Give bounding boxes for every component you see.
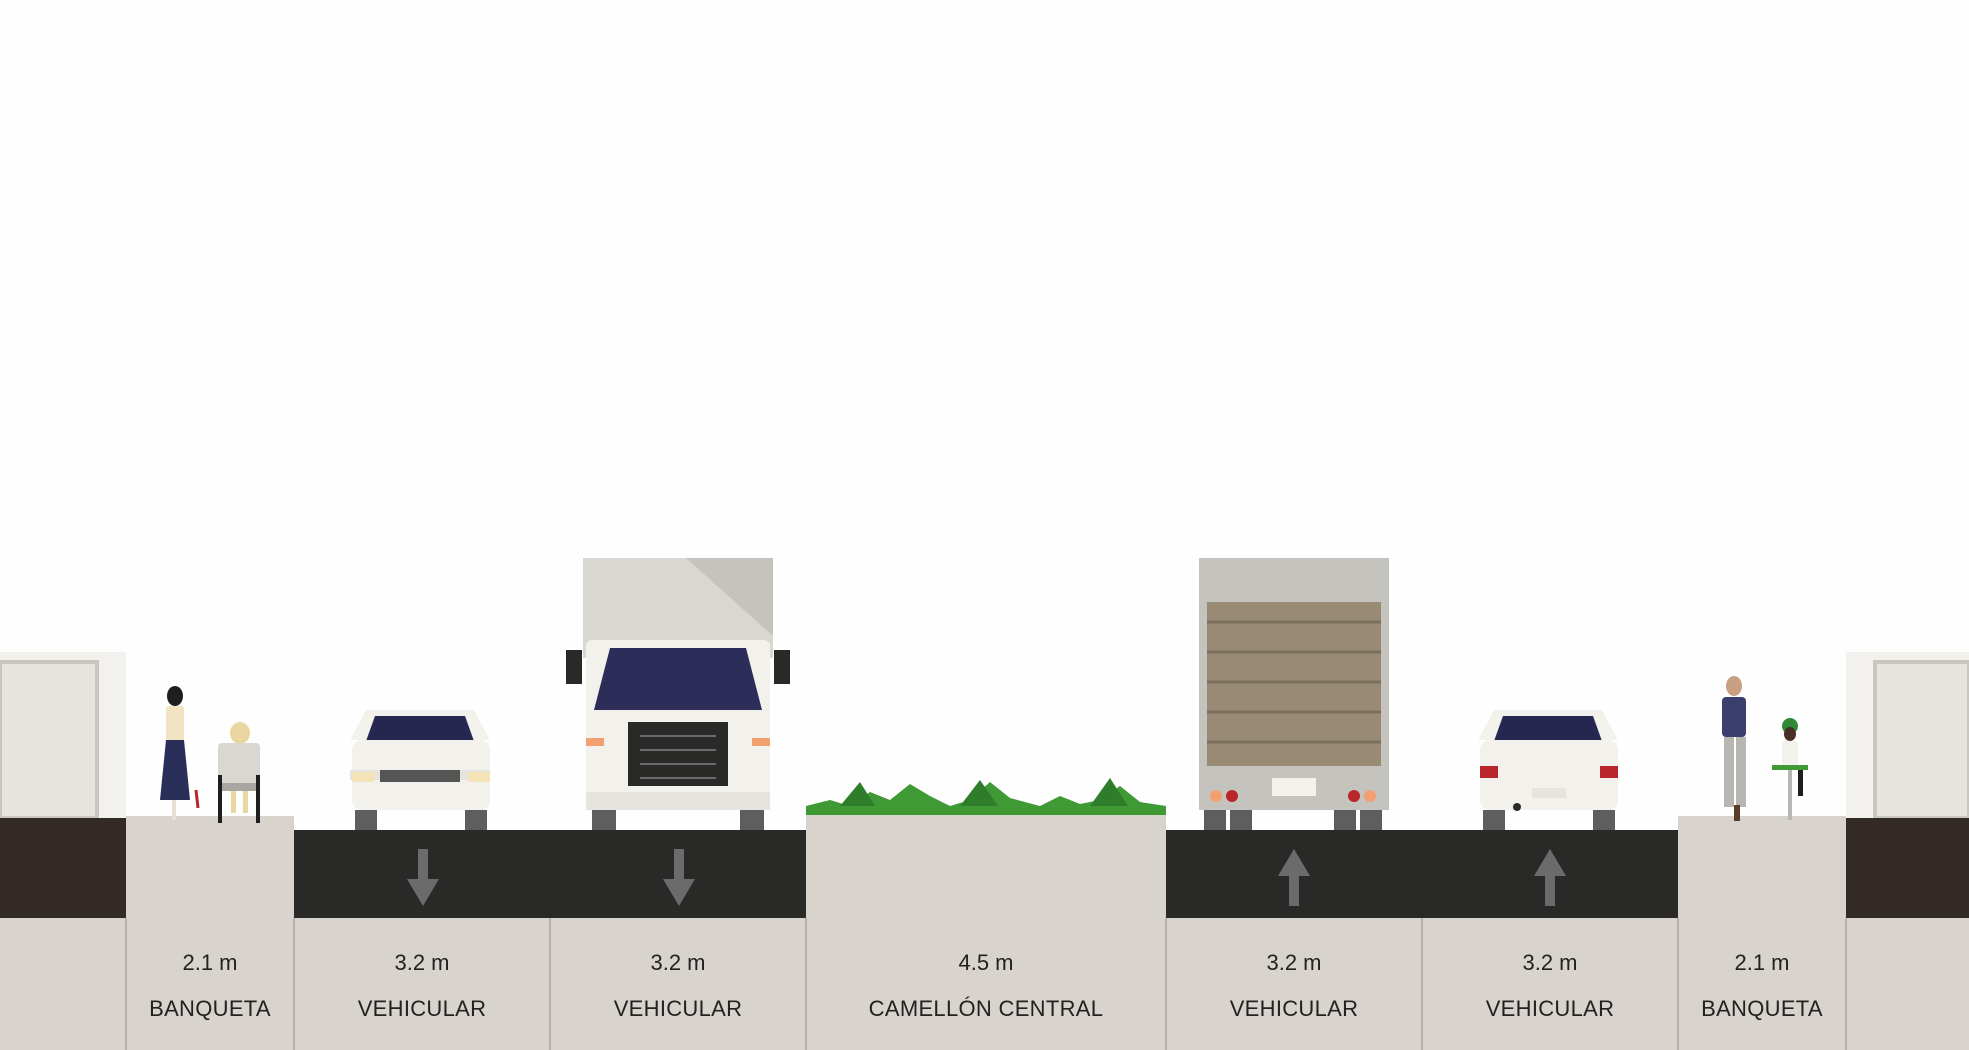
segment-type-4: CAMELLÓN CENTRAL	[868, 996, 1104, 1021]
building-left	[0, 652, 126, 1050]
segment-width-5: 3.2 m	[1266, 950, 1322, 975]
pedestrian-cane-icon	[160, 686, 200, 820]
pedestrian-icon	[1722, 676, 1746, 821]
down-arrow-icon	[407, 849, 439, 906]
segment-width-1: 2.1 m	[182, 950, 238, 975]
segment-width-6: 3.2 m	[1522, 950, 1578, 975]
up-arrow-icon	[1278, 849, 1310, 906]
sidewalk-right	[1678, 816, 1846, 1050]
truck-rear-icon	[1199, 558, 1389, 830]
car-front-icon	[350, 710, 490, 830]
segment-type-1: BANQUETA	[149, 996, 271, 1021]
segment-width-7: 2.1 m	[1734, 950, 1790, 975]
segment-width-4: 4.5 m	[958, 950, 1014, 975]
segment-type-3: VEHICULAR	[613, 996, 743, 1021]
segment-type-2: VEHICULAR	[357, 996, 487, 1021]
segment-type-5: VEHICULAR	[1229, 996, 1359, 1021]
up-arrow-icon	[1534, 849, 1566, 906]
truck-front-icon	[566, 558, 790, 830]
scooter-rider-icon	[1772, 718, 1808, 820]
down-arrow-icon	[663, 849, 695, 906]
segment-width-2: 3.2 m	[394, 950, 450, 975]
segment-width-3: 3.2 m	[650, 950, 706, 975]
segment-dividers	[125, 918, 1847, 1050]
sidewalk-left	[126, 816, 294, 1050]
wheelchair-user-icon	[218, 722, 260, 823]
segment-type-7: BANQUETA	[1701, 996, 1823, 1021]
building-right	[1846, 652, 1969, 1050]
median	[806, 815, 1166, 1050]
car-rear-icon	[1478, 710, 1618, 830]
segment-type-6: VEHICULAR	[1485, 996, 1615, 1021]
plants-icon	[806, 778, 1166, 815]
